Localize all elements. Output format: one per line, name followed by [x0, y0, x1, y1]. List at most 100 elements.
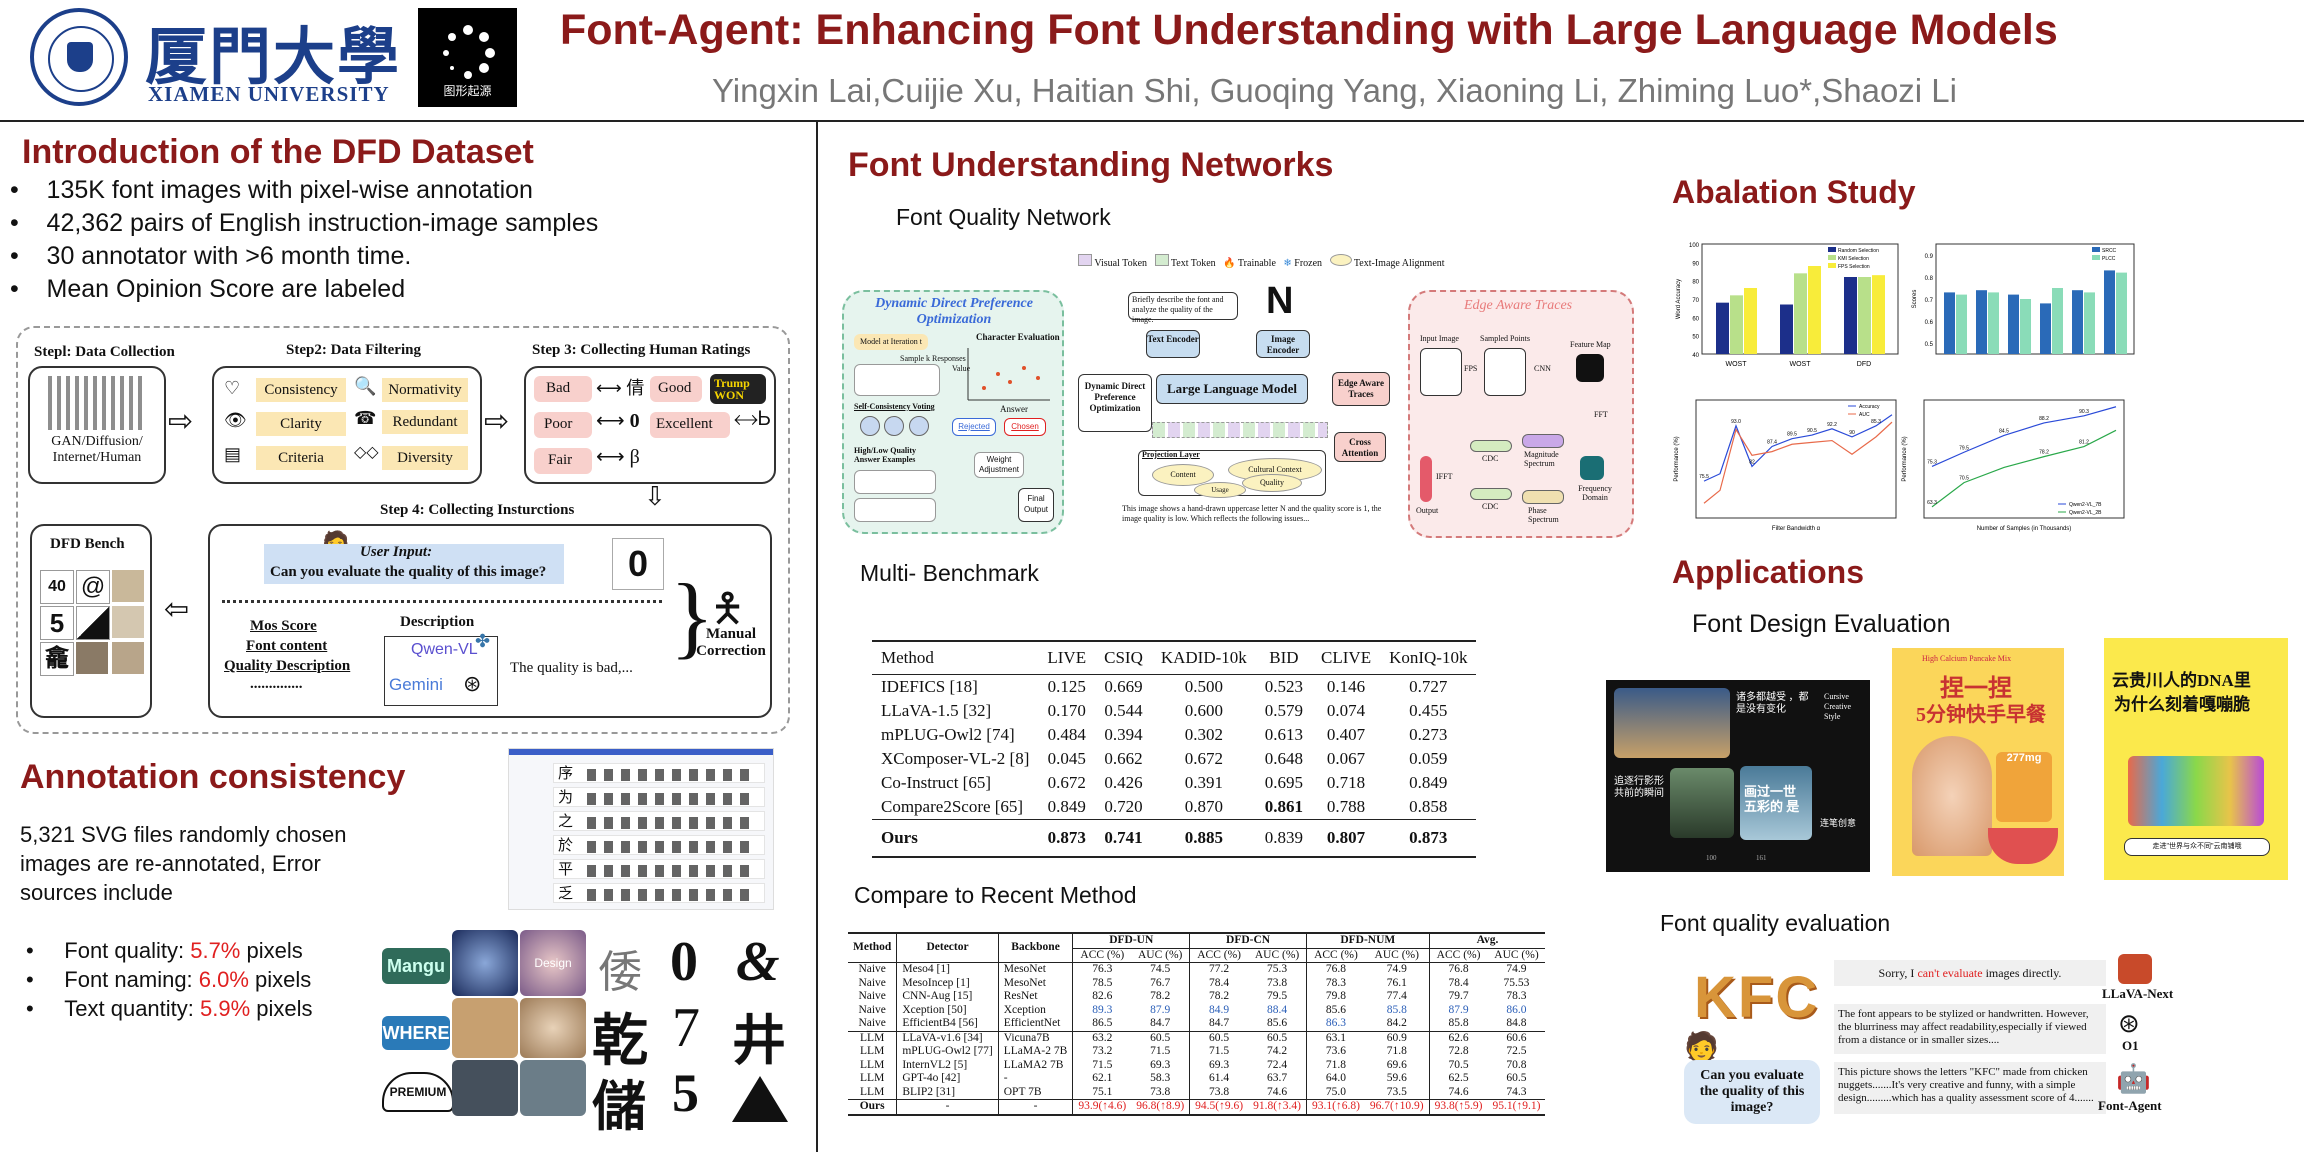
col-header: DFD-CN — [1189, 933, 1307, 949]
annotation-glyphs: 倭 0 & 乾 7 井 儲 5 — [592, 930, 792, 1137]
table-cell: 0.672 — [1184, 749, 1223, 768]
table-cell: 0.662 — [1104, 749, 1143, 768]
poster-2-child — [1912, 736, 1992, 856]
bar — [1872, 275, 1885, 354]
bar — [1716, 302, 1729, 354]
table-cell: 0.861 — [1264, 797, 1304, 816]
y-axis-label: Scores — [1912, 290, 1918, 309]
table-cell: 74.6 — [1248, 1085, 1308, 1100]
table-cell: 72.4 — [1248, 1058, 1308, 1072]
table-cell: 87.9 — [1448, 1003, 1469, 1016]
table-cell: 74.9 — [1364, 962, 1430, 977]
annotation-row-glyphs — [587, 888, 758, 901]
cross-attention: Cross Attention — [1334, 432, 1386, 462]
poster-3-search: 走进"世界与众不同"云南铺哦 — [2124, 838, 2270, 856]
glyph-cell: 0 — [670, 931, 698, 993]
annotation-list: • Font quality: 5.7% pixels • Font namin… — [26, 936, 313, 1023]
step1-label: Stepl: Data Collection — [34, 344, 175, 360]
magnitude-box — [1522, 434, 1564, 448]
table-cell: LLM — [848, 1045, 898, 1059]
bar — [2052, 288, 2063, 354]
big-n: N — [1266, 280, 1294, 322]
table-cell: 63.2 — [1092, 1031, 1113, 1044]
annotation-row: 平 — [553, 859, 765, 879]
table-cell: 84.8 — [1506, 1017, 1527, 1029]
compare-table-wrap: Method Detector Backbone DFD-UN DFD-CN D… — [848, 932, 1546, 1116]
table-cell: 74.3 — [1506, 1085, 1527, 1098]
poster-1-text-1: 诸多都越受 ，都是没有变化 — [1736, 692, 1809, 715]
table-cell: MesoNet — [998, 976, 1074, 990]
rating-fair: Fair — [534, 448, 592, 474]
table-cell: 71.8 — [1325, 1058, 1347, 1071]
python-icon: ✤ — [475, 631, 491, 651]
table-cell: 89.3 — [1092, 1003, 1113, 1016]
table-cell: 78.4 — [1448, 976, 1469, 989]
high-low: High/Low Quality Answer Examples — [854, 446, 917, 464]
table-cell: 78.3 — [1506, 990, 1527, 1002]
poster-2-bowl — [1988, 828, 2058, 864]
model-logos-box: Qwen-VL ✤ Gemini ⊛ — [384, 631, 498, 706]
search-icon: 🔍 — [354, 376, 377, 396]
model-iter-chip: Model at Iteration t — [854, 334, 928, 350]
annotation-row-glyphs — [587, 840, 758, 853]
step3-box: Bad ⟷ 倩 Good Trump WON Poor ⟷ 0 Excellen… — [524, 366, 776, 484]
annotation-text: 5,321 SVG files randomly chosen images a… — [20, 822, 347, 905]
thumb-mangu: Mangu — [382, 948, 450, 984]
legend-swatch — [1828, 255, 1836, 260]
qwen-logo: Qwen-VL — [411, 641, 478, 658]
col-header: CSIQ — [1104, 648, 1143, 667]
pipeline-figure: Stepl: Data Collection GAN/Diffusion/ In… — [16, 326, 790, 734]
table-cell: LLM — [848, 1031, 898, 1045]
table-cell: 0.455 — [1409, 701, 1448, 720]
annotation-screenshot: 序为之於平乏 — [508, 748, 774, 910]
bar — [2084, 292, 2095, 354]
col-header: ACC (%) — [1436, 948, 1481, 961]
glyph-cell: 儲 — [592, 1077, 646, 1137]
trump-badge: Trump WON — [710, 374, 766, 404]
annotation-row-char: 於 — [558, 838, 580, 854]
table-cell: 60.9 — [1364, 1031, 1430, 1045]
intro-title: Introduction of the DFD Dataset — [22, 133, 534, 171]
table-cell: 93.1(↑6.8) — [1312, 1100, 1360, 1112]
poster-3-title-2: 为什么刻着嘎嘣脆 — [2114, 695, 2250, 714]
poster-title: Font-Agent: Enhancing Font Understanding… — [560, 6, 2058, 54]
prompt-box: Briefly describe the font and analyze th… — [1128, 292, 1238, 324]
heart-icon: ♡ — [224, 378, 241, 398]
x-tick-label: DFD — [1857, 361, 1871, 368]
col-header: Method — [848, 933, 898, 963]
triangle-glyph — [732, 1076, 788, 1122]
compare-ours-row: Ours - - 93.9(↑4.6)96.8(↑8.9) 94.5(↑9.6)… — [848, 1099, 1546, 1115]
manual-correction: Manual Correction — [696, 626, 766, 659]
desc-dots: .............. — [250, 676, 303, 692]
bench-title: DFD Bench — [50, 536, 125, 552]
table-cell: LLaMA2 7B — [998, 1058, 1074, 1072]
xmu-seal-logo — [30, 8, 128, 106]
font-content: Font content — [246, 638, 328, 654]
table-cell: 62.5 — [1448, 1072, 1469, 1084]
thumb-where: WHERE — [382, 1016, 450, 1050]
poster-3-title-1: 云贵川人的DNA里 — [2112, 671, 2251, 690]
table-cell: 94.5(↑9.6) — [1195, 1100, 1244, 1112]
intro-bullet: • 30 annotator with >6 month time. — [10, 242, 412, 270]
question-bubble: Can you evaluate the quality of this ima… — [1684, 1060, 1820, 1124]
y-axis-label: Word Accuracy — [1676, 279, 1682, 319]
table-cell: 78.3 — [1325, 976, 1347, 989]
table-cell: 0.839 — [1264, 828, 1304, 847]
chosen-chip: Chosen — [1004, 418, 1046, 436]
diversity-icon: ◇◇ — [354, 444, 379, 461]
fps-label: FPS — [1464, 364, 1478, 373]
annotation-row-glyphs — [587, 792, 758, 805]
table-cell: 59.6 — [1364, 1072, 1430, 1086]
col-header: ACC (%) — [1080, 948, 1125, 961]
table-cell: 71.5 — [1131, 1045, 1191, 1059]
sample-k: Sample k Responses — [900, 354, 966, 363]
table-cell: 86.0 — [1506, 1003, 1527, 1016]
annotation-title: Annotation consistency — [20, 758, 406, 796]
